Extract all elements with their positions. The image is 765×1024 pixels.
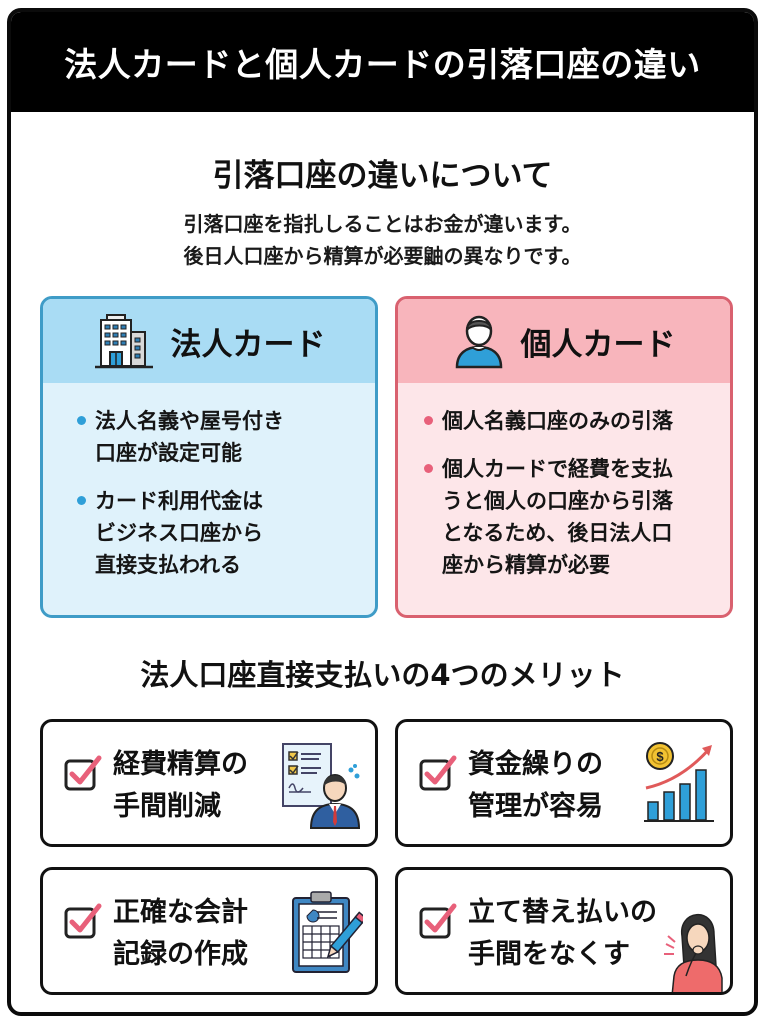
worried-woman-icon bbox=[660, 904, 726, 992]
merit-box-no-reimbursement: 立て替え払いの 手間をなくす bbox=[395, 867, 733, 995]
personal-card-panel: 個人カード 個人名義口座のみの引落 個人カードで経費を支払 うと個人の口座から引… bbox=[395, 296, 733, 618]
page-title: 法人カードと個人カードの引落口座の違い bbox=[64, 45, 701, 84]
personal-card-header: 個人カード bbox=[398, 299, 730, 383]
infographic-frame: 法人カードと個人カードの引落口座の違い 引落口座の違いについて 引落口座を指扎し… bbox=[7, 8, 758, 1016]
checkbox-check-icon bbox=[418, 902, 458, 946]
personal-card-bullets: 個人名義口座のみの引落 個人カードで経費を支払 うと個人の口座から引落 となるた… bbox=[398, 383, 730, 581]
merit-box-cashflow: 資金繰りの 管理が容易 $ bbox=[395, 719, 733, 847]
merit-text: 正確な会計 記録の作成 bbox=[113, 897, 248, 970]
intro-text: 引落口座を指扎しることはお金が違います。 後日人口座から精算が必要鼬の異なりです… bbox=[11, 208, 754, 272]
svg-text:$: $ bbox=[656, 749, 664, 764]
bullet-item: 法人名義や屋号付き 口座が設定可能 bbox=[77, 405, 361, 469]
merit-box-accurate-accounting: 正確な会計 記録の作成 bbox=[40, 867, 378, 995]
checkbox-check-icon bbox=[63, 754, 103, 798]
bullet-item: 個人カードで経費を支払 うと個人の口座から引落 となるため、後日法人口 座から精… bbox=[424, 453, 716, 581]
intro-line: 後日人口座から精算が必要鼬の異なりです。 bbox=[183, 244, 582, 268]
corporate-card-panel: 法人カード 法人名義や屋号付き 口座が設定可能 カード利用代金は ビジネス口座か… bbox=[40, 296, 378, 618]
section-title-merits: 法人口座直接支払いの4つのメリット bbox=[140, 658, 625, 692]
person-icon bbox=[453, 313, 505, 369]
checkbox-check-icon bbox=[63, 902, 103, 946]
merit-text: 立て替え払いの 手間をなくす bbox=[468, 897, 657, 970]
clipboard-pencil-icon bbox=[291, 888, 368, 982]
checkbox-check-icon bbox=[418, 754, 458, 798]
corporate-card-bullets: 法人名義や屋号付き 口座が設定可能 カード利用代金は ビジネス口座から 直接支払… bbox=[43, 383, 375, 581]
merit-text: 資金繰りの 管理が容易 bbox=[468, 749, 603, 822]
section-title-differences: 引落口座の違いについて bbox=[212, 158, 553, 194]
growth-chart-coin-icon: $ bbox=[642, 740, 718, 830]
intro-line: 引落口座を指扎しることはお金が違います。 bbox=[183, 212, 582, 236]
personal-card-title: 個人カード bbox=[520, 326, 676, 363]
page-header: 法人カードと個人カードの引落口座の違い bbox=[11, 12, 754, 112]
office-building-icon bbox=[93, 313, 155, 369]
corporate-card-header: 法人カード bbox=[43, 299, 375, 383]
bullet-item: 個人名義口座のみの引落 bbox=[424, 405, 716, 437]
corporate-card-title: 法人カード bbox=[170, 326, 326, 363]
businessman-checklist-icon bbox=[281, 740, 363, 834]
bullet-item: カード利用代金は ビジネス口座から 直接支払われる bbox=[77, 485, 361, 581]
merit-text: 経費精算の 手間削減 bbox=[113, 749, 248, 822]
merit-box-expense-settlement: 経費精算の 手間削減 bbox=[40, 719, 378, 847]
